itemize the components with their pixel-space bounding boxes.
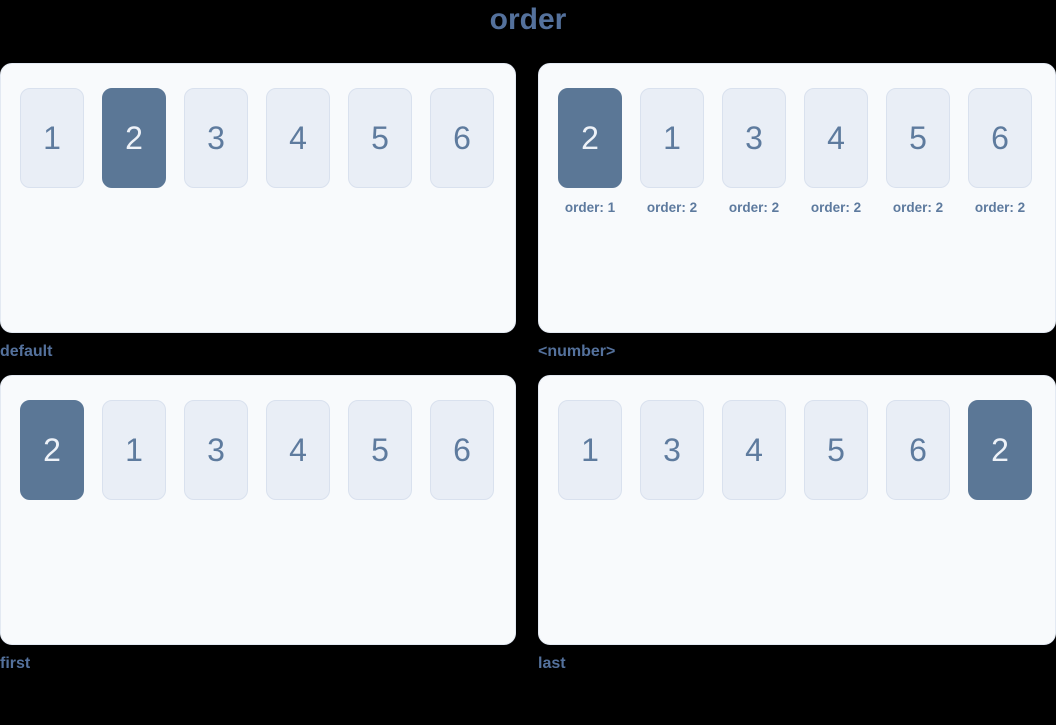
flex-cell: 1 [558,400,622,500]
flex-container-last: 1 3 4 5 6 2 [538,375,1056,645]
flex-item: 4 [722,400,786,500]
flex-cell: 3 [184,400,248,500]
flex-item: 1 [640,88,704,188]
example-default: 1 2 3 4 5 6 default [0,63,516,361]
order-value-label: order: 1 [564,200,616,215]
flex-cell: 3 [184,88,248,188]
flex-cell: 1 order: 2 [640,88,704,215]
flex-item-highlighted: 2 [102,88,166,188]
flex-item: 1 [20,88,84,188]
flex-cell: 6 [430,88,494,188]
flex-cell: 5 order: 2 [886,88,950,215]
order-value-label: order: 2 [810,200,862,215]
flex-item: 1 [558,400,622,500]
flex-cell: 1 [20,88,84,188]
flex-item: 6 [430,400,494,500]
flex-cell: 4 [722,400,786,500]
flex-item-highlighted: 2 [968,400,1032,500]
flex-item: 3 [640,400,704,500]
flex-item-highlighted: 2 [558,88,622,188]
flex-cell: 5 [804,400,868,500]
flex-item: 3 [722,88,786,188]
flex-item: 5 [886,88,950,188]
flex-item: 5 [348,400,412,500]
example-caption-number: <number> [538,343,616,360]
flex-item: 5 [348,88,412,188]
order-value-label: order: 2 [728,200,780,215]
example-caption-last: last [538,655,566,672]
flex-item: 6 [968,88,1032,188]
flex-cell: 6 [430,400,494,500]
flex-cell: 2 order: 1 [558,88,622,215]
flex-container-default: 1 2 3 4 5 6 [0,63,516,333]
flex-cell: 2 [968,400,1032,500]
flex-item: 4 [266,400,330,500]
page-title: order [489,3,567,36]
example-caption-default: default [0,343,53,360]
flex-cell: 3 [640,400,704,500]
flex-cell: 2 [20,400,84,500]
example-last: 1 3 4 5 6 2 last [538,375,1056,673]
flex-item: 6 [886,400,950,500]
flex-cell: 6 order: 2 [968,88,1032,215]
flex-item: 4 [804,88,868,188]
flex-item: 6 [430,88,494,188]
flex-item: 4 [266,88,330,188]
flex-item: 3 [184,400,248,500]
flex-cell: 4 [266,88,330,188]
flex-cell: 5 [348,400,412,500]
order-value-label: order: 2 [646,200,698,215]
example-first: 2 1 3 4 5 6 first [0,375,516,673]
example-caption-first: first [0,655,31,672]
flex-cell: 2 [102,88,166,188]
flex-cell: 3 order: 2 [722,88,786,215]
order-value-label: order: 2 [974,200,1026,215]
flex-item: 3 [184,88,248,188]
flex-cell: 5 [348,88,412,188]
flex-cell: 6 [886,400,950,500]
flex-item: 5 [804,400,868,500]
flex-item: 1 [102,400,166,500]
flex-container-first: 2 1 3 4 5 6 [0,375,516,645]
examples-grid: 1 2 3 4 5 6 default [0,63,1056,673]
example-number: 2 order: 1 1 order: 2 3 order: 2 4 order… [538,63,1056,361]
flex-cell: 4 order: 2 [804,88,868,215]
flex-cell: 4 [266,400,330,500]
flex-item-highlighted: 2 [20,400,84,500]
flex-container-number: 2 order: 1 1 order: 2 3 order: 2 4 order… [538,63,1056,333]
flex-cell: 1 [102,400,166,500]
order-value-label: order: 2 [892,200,944,215]
